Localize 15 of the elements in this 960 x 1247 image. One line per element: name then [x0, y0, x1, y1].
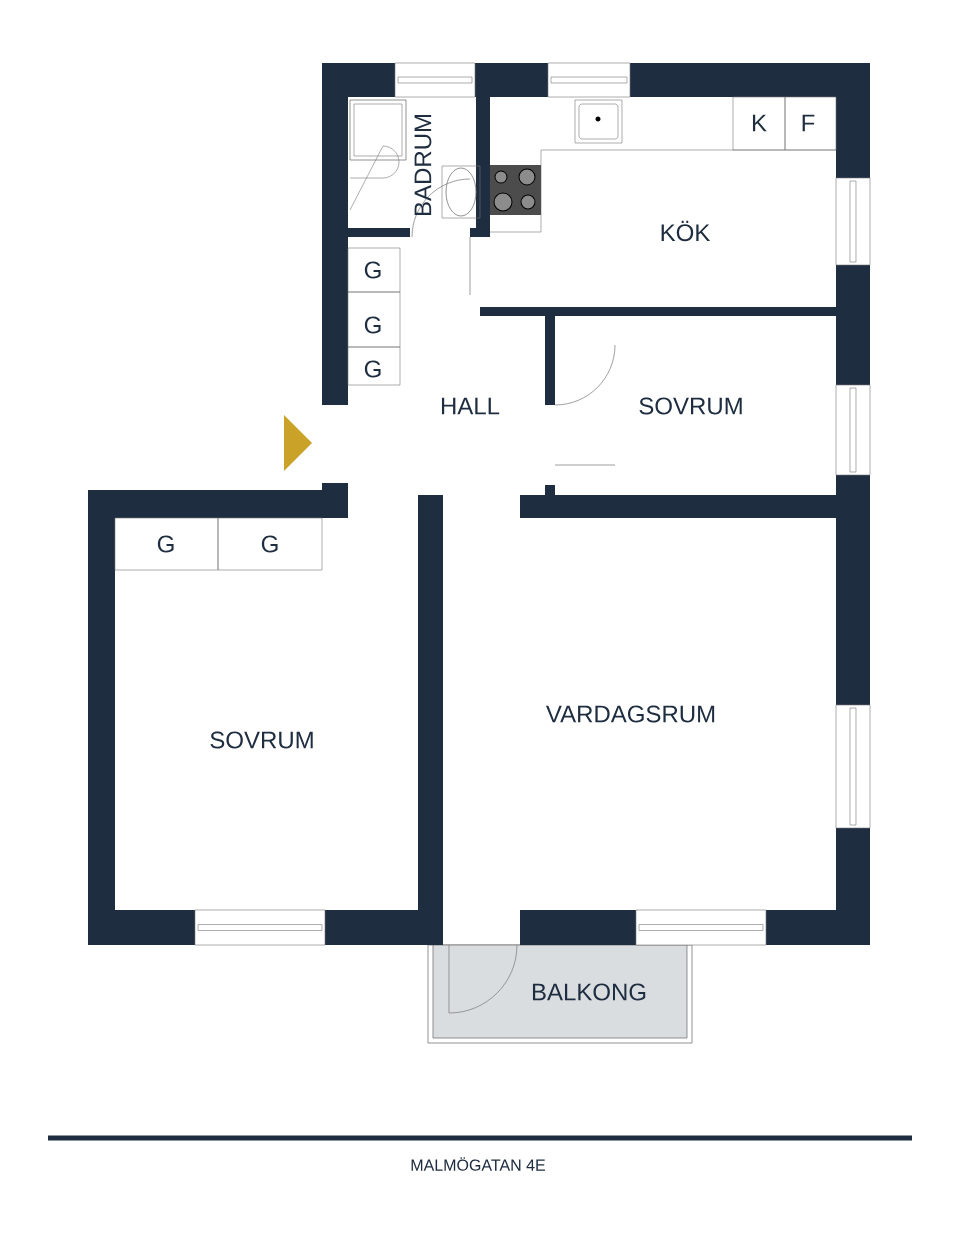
room-label: HALL: [441, 397, 500, 415]
cabinet-box: G: [347, 346, 401, 386]
cabinet-box: K: [732, 96, 786, 151]
cabinet-box: G: [347, 247, 401, 293]
room-label: BALKONG: [532, 983, 646, 1001]
room-label: VARDAGSRUM: [546, 705, 715, 723]
cabinet-box: G: [217, 517, 323, 571]
address-caption: MALMÖGATAN 4E: [411, 1157, 546, 1171]
cabinet-box: F: [784, 96, 837, 151]
room-label: SOVRUM: [210, 731, 313, 749]
room-label: BADRUM: [414, 115, 432, 216]
room-label: KÖK: [661, 220, 711, 242]
cabinet-box: G: [347, 291, 401, 348]
room-label: SOVRUM: [639, 397, 742, 415]
cabinet-box: G: [114, 517, 219, 571]
